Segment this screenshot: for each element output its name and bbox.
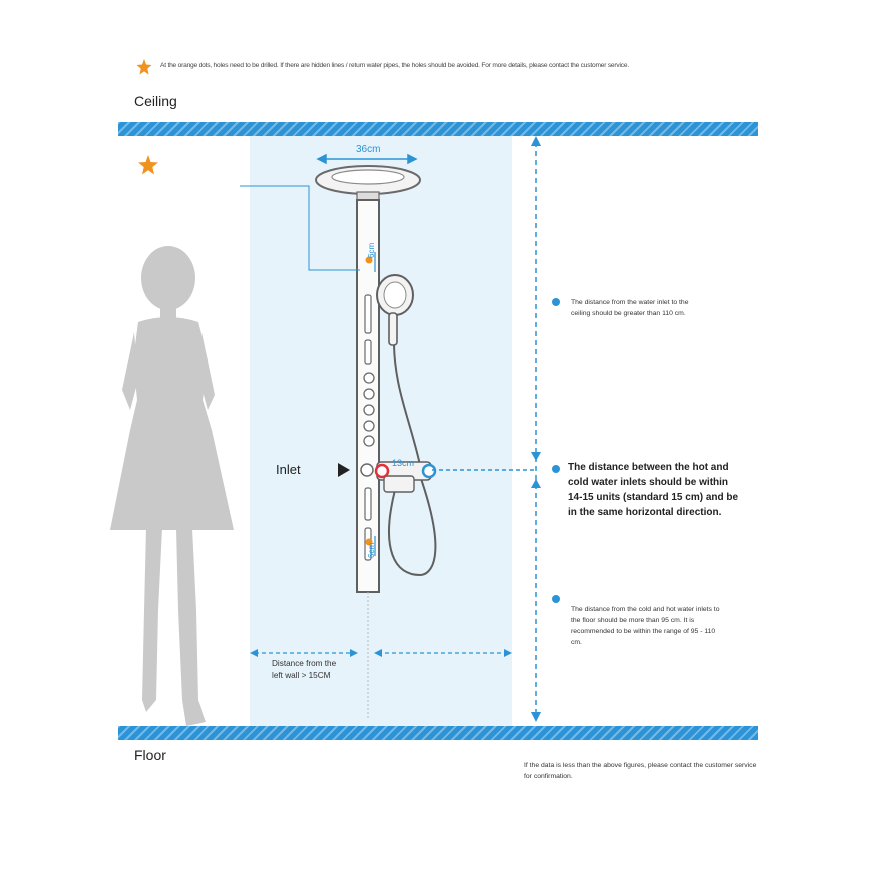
cold-inlet-dot <box>421 463 437 479</box>
drill-star-icon <box>138 155 158 175</box>
width-label: 36cm <box>356 144 381 155</box>
note-inlet-to-ceiling: The distance from the water inlet to the… <box>571 299 689 317</box>
top-note: At the orange dots, holes need to be dri… <box>160 62 629 69</box>
note-bullet-1 <box>552 298 560 306</box>
inlet-label: Inlet <box>276 462 301 477</box>
woman-silhouette <box>110 246 234 726</box>
drill-dot-top <box>365 256 373 264</box>
hand-shower <box>376 274 437 577</box>
callout-line <box>240 185 360 271</box>
note-hot-cold-spacing: The distance between the hot and cold wa… <box>568 462 739 518</box>
star-icon <box>136 59 152 75</box>
left-wall-dimension <box>250 649 358 657</box>
width-dimension <box>316 153 418 165</box>
right-dimension <box>374 649 512 657</box>
floor-label: Floor <box>134 747 166 763</box>
note-bullet-3 <box>552 595 560 603</box>
wall-zone <box>250 136 512 728</box>
note-bottom: If the data is less than the above figur… <box>524 762 757 780</box>
floor-band <box>118 726 758 740</box>
ceiling-label: Ceiling <box>134 93 177 109</box>
note-left-wall: Distance from the left wall > 15CM <box>272 659 337 680</box>
note-bullet-2 <box>552 465 560 473</box>
ceiling-band <box>118 122 758 136</box>
height-dimension <box>531 136 541 722</box>
gap-13-label: 13cm <box>392 458 415 468</box>
shower-top-head <box>315 165 421 205</box>
note-inlet-to-floor: The distance from the cold and hot water… <box>571 606 720 646</box>
dim-6-top-label: 6cm <box>367 242 376 258</box>
arrow-right-icon <box>338 463 350 477</box>
dim-6-bottom-label: 6cm <box>367 542 376 558</box>
mixer-valve <box>376 461 432 493</box>
hot-inlet-dot <box>374 463 390 479</box>
shower-column <box>356 199 380 720</box>
drill-dot-bottom <box>365 538 373 546</box>
